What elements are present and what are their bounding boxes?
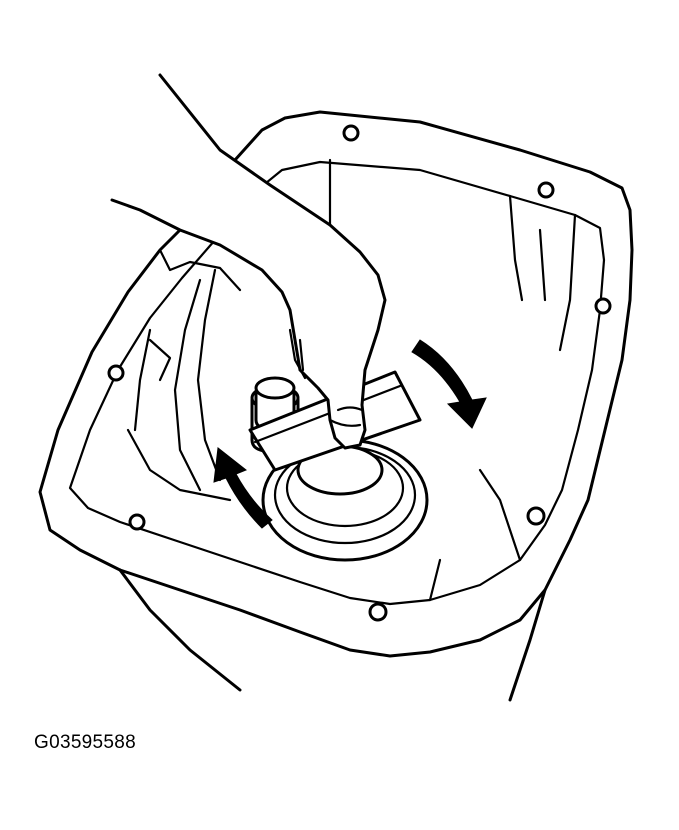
arrow-counterclockwise-icon [213,447,273,529]
arrow-clockwise-icon [411,339,487,429]
figure-code: G03595588 [34,732,137,753]
oil-pan [38,110,634,702]
bolt-holes [107,124,612,622]
rotation-arrows [213,339,487,529]
hand [110,73,387,450]
